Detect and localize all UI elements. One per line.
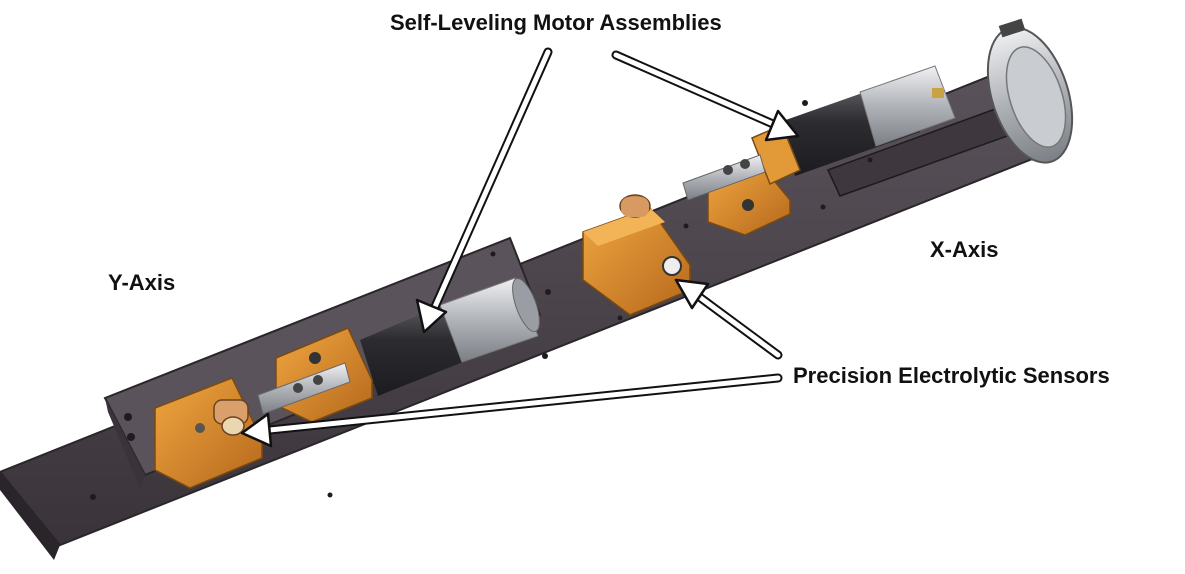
- y-axis-shaft: [257, 362, 351, 415]
- arrow-motor-x: [611, 50, 800, 142]
- x-axis-motor: [780, 65, 956, 176]
- x-axis-shaft: [682, 154, 766, 201]
- y-axis-housing-rim: [105, 398, 145, 488]
- base-plate-edge: [0, 472, 60, 560]
- x-axis-sensor-block: [582, 194, 691, 316]
- label-precision-electrolytic-sensors: Precision Electrolytic Sensors: [793, 363, 1110, 388]
- label-x-axis: X-Axis: [930, 237, 999, 262]
- label-y-axis: Y-Axis: [108, 270, 176, 295]
- end-flange: [986, 18, 1074, 164]
- arrow-motor-y: [415, 47, 553, 334]
- arrow-sensor-y: [240, 373, 783, 448]
- label-self-leveling-motor-assemblies: Self-Leveling Motor Assemblies: [390, 10, 722, 35]
- arrow-sensor-x: [674, 278, 783, 360]
- y-axis-sensor-block: [154, 377, 263, 489]
- y-axis-motor: [360, 277, 540, 396]
